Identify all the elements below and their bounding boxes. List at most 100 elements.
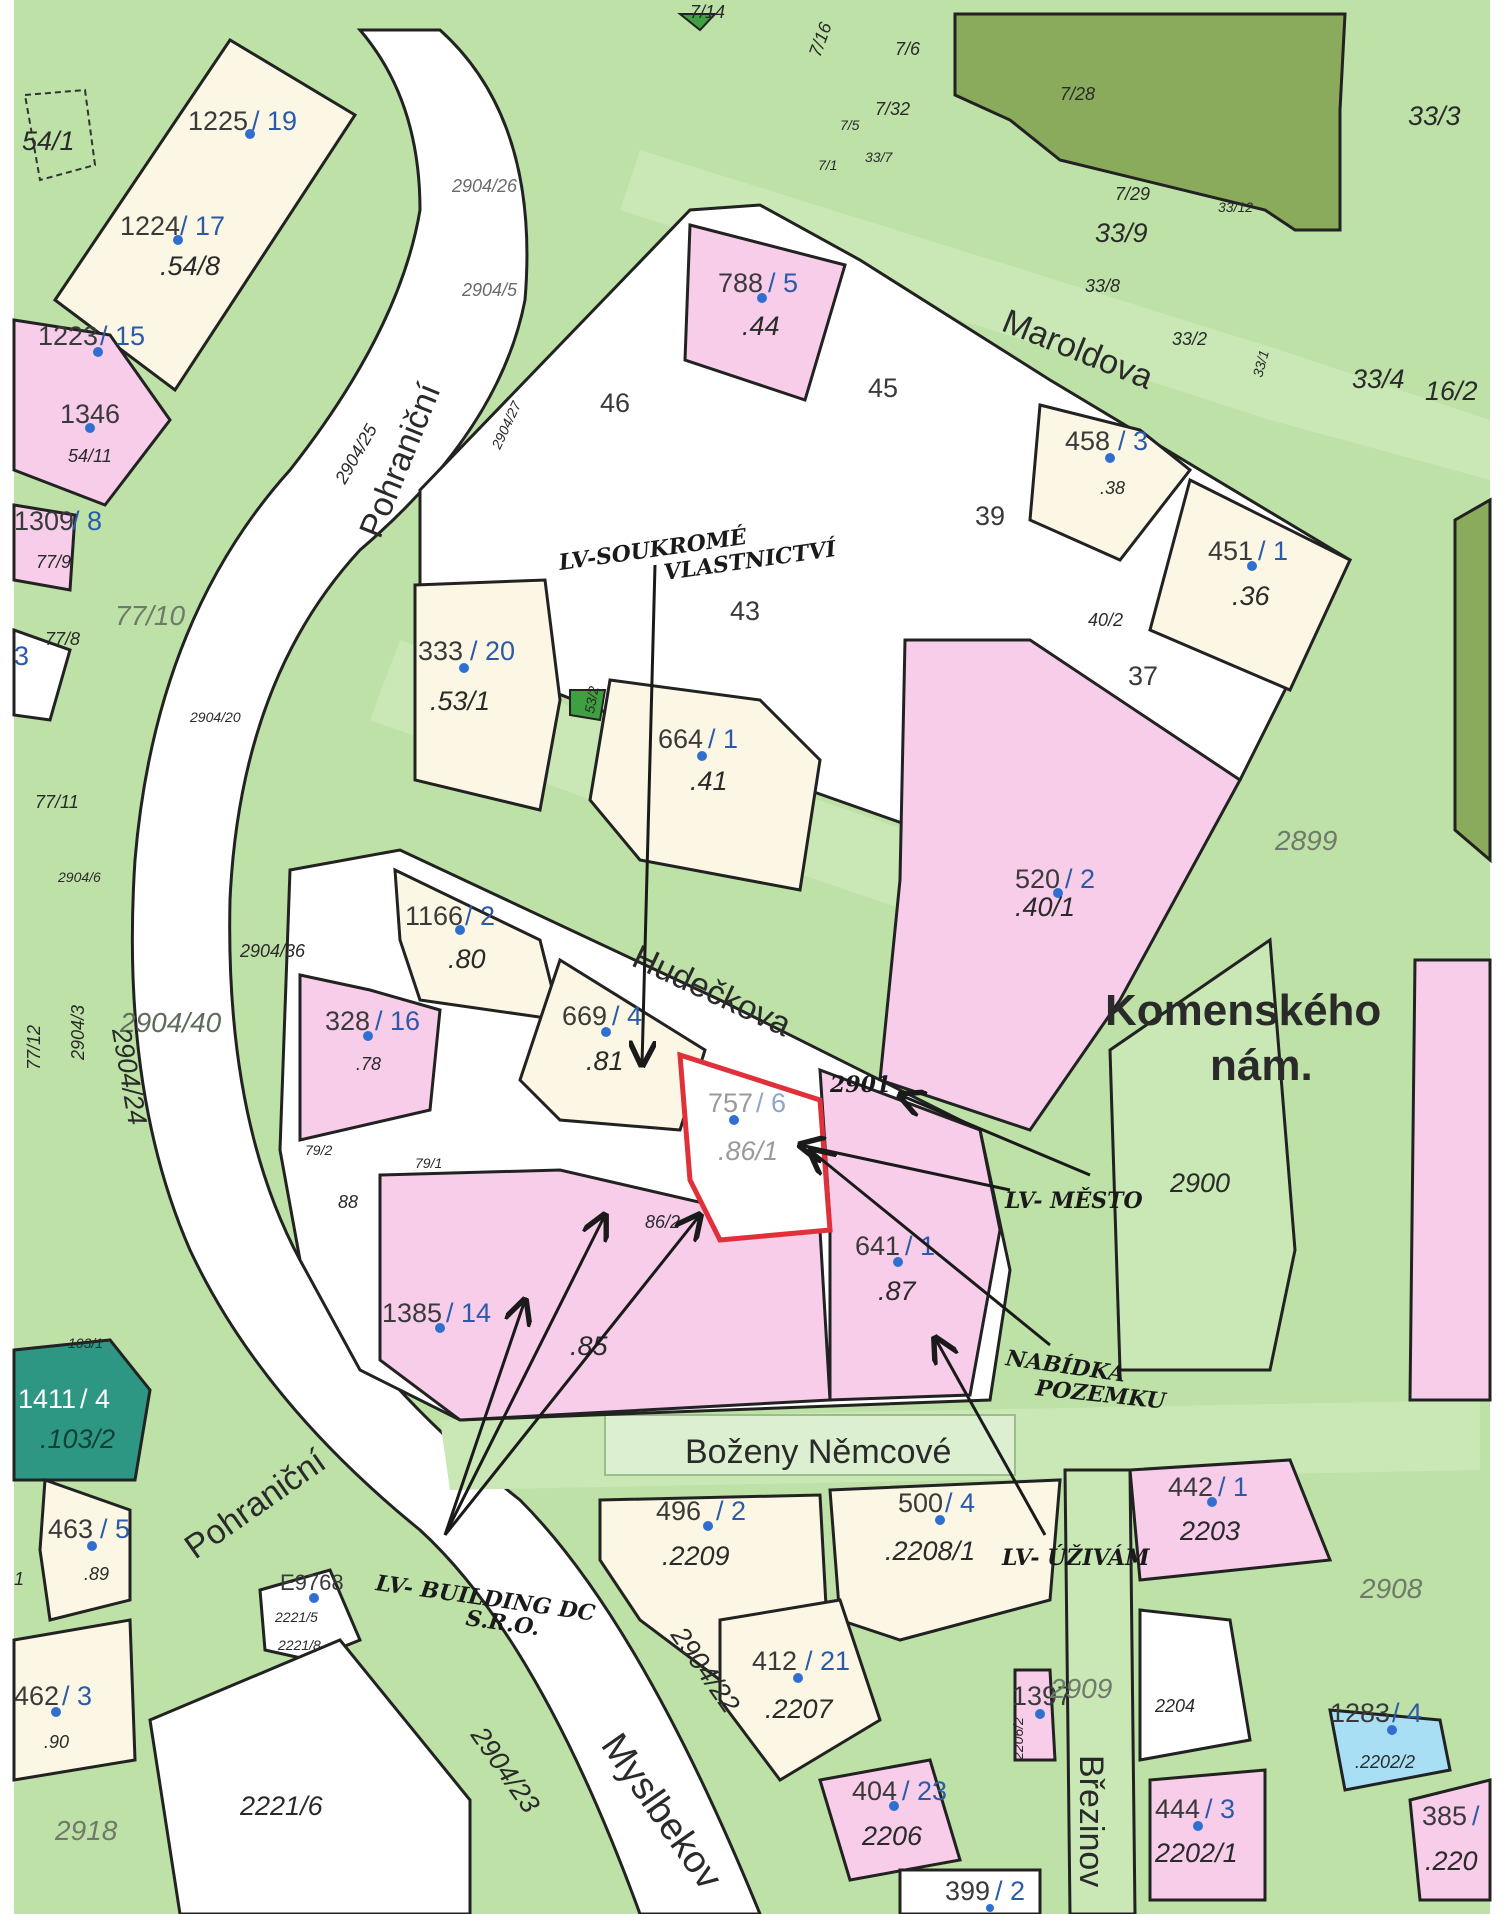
bent-412: / 21 bbox=[805, 1646, 850, 1676]
building-1166[interactable] bbox=[393, 867, 562, 1022]
bpar-1166: .80 bbox=[448, 944, 486, 974]
building-404[interactable] bbox=[818, 1758, 962, 1882]
building-1223-1346[interactable] bbox=[12, 318, 172, 507]
building-520[interactable] bbox=[878, 638, 1242, 1132]
bent-1224: / 17 bbox=[180, 211, 225, 241]
parcel-16-2: 16/2 bbox=[1425, 376, 1478, 406]
building-444[interactable] bbox=[1148, 1768, 1267, 1902]
parcel-2899: 2899 bbox=[1274, 825, 1337, 856]
parcel-33-8: 33/8 bbox=[1085, 276, 1120, 296]
parcel-2221-6[interactable] bbox=[148, 1638, 472, 1914]
parcel-33-3-block[interactable] bbox=[953, 12, 1347, 232]
bozeny-nemcove-label-box bbox=[604, 1414, 1016, 1476]
bpar-1224: .54/8 bbox=[160, 251, 220, 281]
bpar-496: .2209 bbox=[662, 1541, 730, 1571]
bent-328: / 16 bbox=[375, 1006, 420, 1036]
arrow-usage bbox=[935, 1338, 1047, 1536]
bnum-e9768: E9768 bbox=[280, 1570, 344, 1595]
note-parcel-2901: 2901 bbox=[829, 1072, 891, 1098]
building-328[interactable] bbox=[298, 973, 442, 1142]
building-442[interactable] bbox=[1128, 1458, 1333, 1582]
building-458[interactable] bbox=[1028, 403, 1193, 562]
bent-1166: / 2 bbox=[465, 901, 495, 931]
bpar-641: .87 bbox=[878, 1276, 917, 1306]
bpar-442: 2203 bbox=[1179, 1516, 1240, 1546]
bent-788: / 5 bbox=[768, 268, 798, 298]
komenskeho-nam-park[interactable] bbox=[1108, 937, 1297, 1372]
parcel-2918: 2918 bbox=[54, 1815, 118, 1846]
building-399[interactable] bbox=[898, 1868, 1042, 1914]
bdot-664 bbox=[697, 751, 707, 761]
parcel-dark-right[interactable] bbox=[1453, 497, 1492, 864]
parcel-33-2: 33/2 bbox=[1172, 329, 1207, 349]
bent-1283: / 4 bbox=[1392, 1698, 1422, 1728]
bpar-451: .36 bbox=[1232, 581, 1271, 611]
parcel-7-14: 7/14 bbox=[690, 2, 725, 22]
arrow-private bbox=[642, 564, 657, 1065]
parcel-2206-2: 2206/2 bbox=[1010, 1717, 1026, 1761]
bnum-496: 496 bbox=[656, 1496, 701, 1526]
bnum-404: 404 bbox=[852, 1776, 897, 1806]
bpar-412: .2207 bbox=[765, 1694, 834, 1724]
building-669[interactable] bbox=[518, 957, 707, 1132]
bent-458: / 3 bbox=[1118, 426, 1148, 456]
building-500[interactable] bbox=[828, 1478, 1062, 1642]
building-462[interactable] bbox=[12, 1618, 137, 1782]
building-1283[interactable] bbox=[1328, 1708, 1452, 1792]
bpar-664: .41 bbox=[690, 766, 728, 796]
bdot-500 bbox=[935, 1515, 945, 1525]
parcel-3-white[interactable] bbox=[12, 627, 72, 722]
parcel-2204[interactable] bbox=[1138, 1608, 1252, 1762]
parcel-37: 37 bbox=[1128, 661, 1158, 691]
building-463[interactable] bbox=[38, 1477, 132, 1622]
bnum-328: 328 bbox=[325, 1006, 370, 1036]
bnum-1411: 1411 bbox=[18, 1384, 76, 1414]
brezinova-street[interactable] bbox=[1063, 1468, 1137, 1914]
bnum-1283: 1283 bbox=[1330, 1698, 1390, 1728]
parcel-88: 88 bbox=[338, 1192, 358, 1212]
parcel-2904-36: 2904/36 bbox=[239, 941, 306, 961]
building-1397[interactable] bbox=[1013, 1668, 1057, 1762]
bnum-1385: 1385 bbox=[382, 1298, 442, 1328]
bdot-1166 bbox=[455, 925, 465, 935]
building-757-highlight[interactable] bbox=[677, 1051, 833, 1243]
building-1411[interactable] bbox=[12, 1338, 152, 1482]
parcel-77-8: 77/8 bbox=[45, 629, 80, 649]
building-1309[interactable] bbox=[12, 503, 77, 592]
bpar-1309: 77/9 bbox=[36, 552, 71, 572]
building-412[interactable] bbox=[718, 1598, 882, 1782]
street-name-bozeny-nemcove: Boženy Němcové bbox=[685, 1433, 951, 1471]
right-margin bbox=[1490, 0, 1504, 1914]
parcel-7-28: 7/28 bbox=[1060, 84, 1095, 104]
bdot-444 bbox=[1193, 1821, 1203, 1831]
building-788[interactable] bbox=[683, 223, 847, 402]
bdot-641 bbox=[893, 1257, 903, 1267]
bent-399: / 2 bbox=[995, 1876, 1025, 1906]
bpar-669: .81 bbox=[586, 1046, 624, 1076]
bnum-788: 788 bbox=[718, 268, 763, 298]
parcel-2904-40: 2904/40 bbox=[119, 1007, 222, 1038]
note-city: LV- MĚSTO bbox=[1004, 1187, 1143, 1214]
bdot-451 bbox=[1247, 561, 1257, 571]
bpar-333: .53/1 bbox=[430, 686, 490, 716]
building-1225-1224[interactable] bbox=[52, 37, 358, 393]
parcel-103-1: 103/1 bbox=[68, 1335, 103, 1351]
building-333[interactable] bbox=[413, 578, 562, 812]
parcel-43: 43 bbox=[730, 596, 760, 626]
bnum-442: 442 bbox=[1168, 1472, 1213, 1502]
arrow-building-1385 bbox=[443, 1300, 525, 1536]
building-385[interactable] bbox=[1408, 1778, 1492, 1902]
parcel-39: 39 bbox=[975, 501, 1005, 531]
building-451[interactable] bbox=[1148, 477, 1352, 692]
bnum-385: 385 bbox=[1422, 1801, 1467, 1831]
building-right-pink[interactable] bbox=[1408, 958, 1492, 1402]
parcel-7-5: 7/5 bbox=[840, 117, 860, 133]
parcel-7-14[interactable] bbox=[677, 13, 718, 32]
bpar-1411: .103/2 bbox=[40, 1424, 115, 1454]
parcel-53-2[interactable] bbox=[569, 689, 607, 722]
bdot-e9768 bbox=[309, 1593, 319, 1603]
bnum-1224: 1224 bbox=[120, 211, 180, 241]
maroldova-street[interactable] bbox=[620, 150, 1490, 480]
parcel-77-12: 77/12 bbox=[24, 1025, 44, 1070]
